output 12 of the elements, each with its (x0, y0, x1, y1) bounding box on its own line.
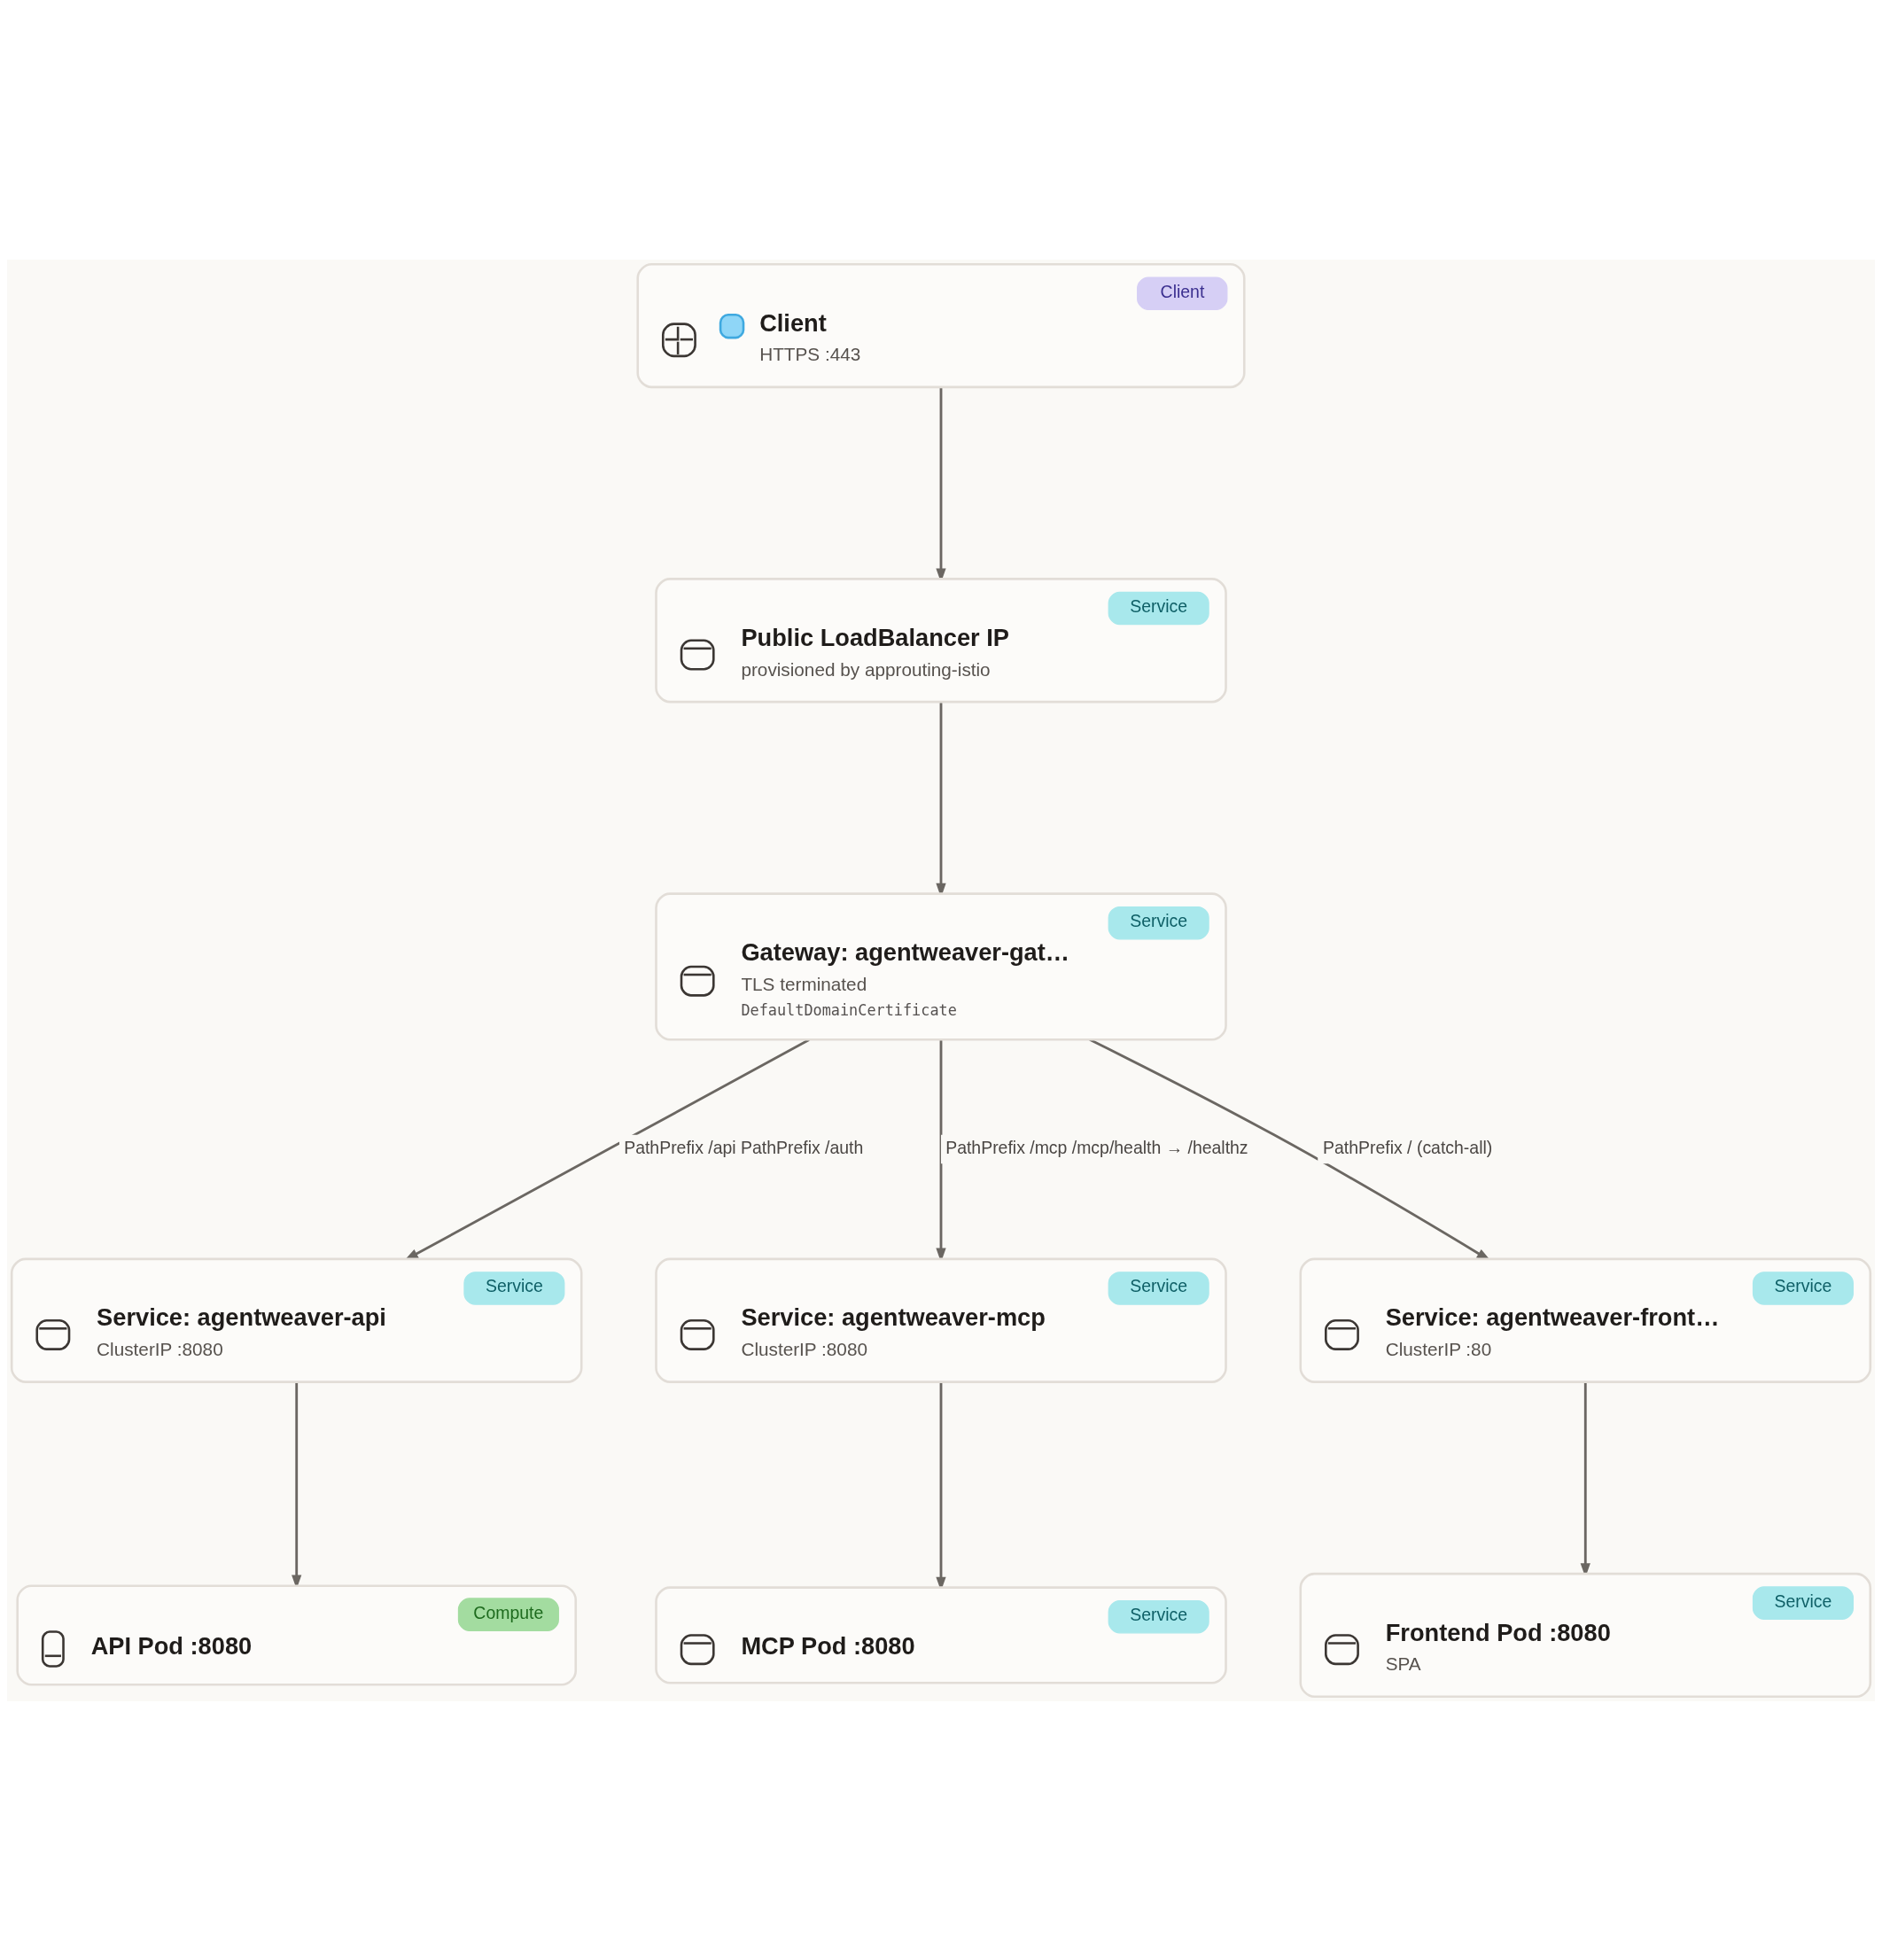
node-box: Service Service: agentweaver-api ClusterIP :8080 (10, 1257, 583, 1383)
node-box: Client Client HTTPS :443 (636, 262, 1246, 388)
node-box: Service Service: agentweaver-mcp ClusterIP :8080 (655, 1257, 1227, 1383)
node-box: Service MCP Pod :8080 (655, 1585, 1227, 1684)
node-box: Service Public LoadBalancer IP provisioned by approuting-istio (655, 577, 1227, 703)
node-box: Service Service: agentweaver-front… ClusterIP :80 (1299, 1257, 1872, 1383)
edge-label: PathPrefix / (catch-all) (1323, 1137, 1493, 1157)
edge-label: PathPrefix /mcp /mcp/health → /healthz (945, 1137, 1248, 1157)
node-box: Service Frontend Pod :8080 SPA (1299, 1572, 1872, 1698)
node-box: Service Gateway: agentweaver-gat… TLS terminated DefaultDomainCertificate (655, 891, 1227, 1041)
edge-label: PathPrefix /api PathPrefix /auth (624, 1137, 864, 1157)
node-box: Compute API Pod :8080 (16, 1583, 578, 1685)
